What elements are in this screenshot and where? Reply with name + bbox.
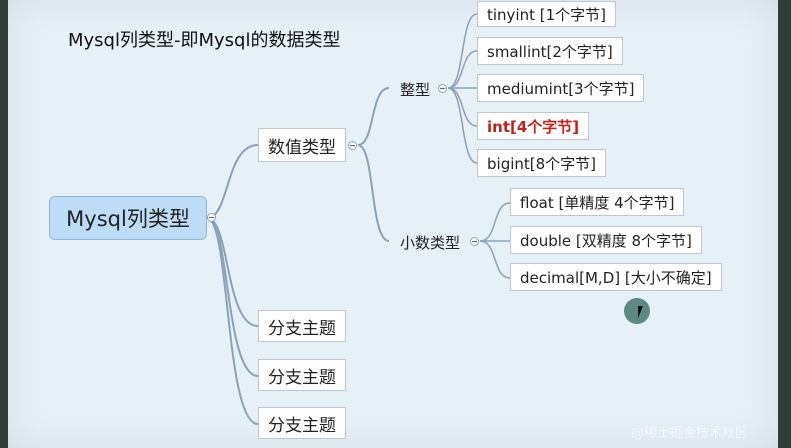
leaf-tinyint-label: tinyint [1个字节]: [487, 5, 607, 24]
topic-branch-3[interactable]: 分支主题: [258, 407, 346, 439]
leaf-float-label: float [单精度 4个字节]: [520, 193, 675, 212]
topic-numeric-types[interactable]: 数值类型: [258, 128, 346, 162]
mouse-cursor-icon: [638, 306, 648, 318]
connector-root-branch-1: [206, 217, 259, 327]
collapse-icon[interactable]: [470, 237, 479, 246]
root-topic-label: Mysql列类型: [66, 207, 190, 231]
cursor-highlight: [624, 298, 650, 324]
connector-numeric-integer: [357, 87, 390, 146]
topic-branch-3-label: 分支主题: [268, 415, 336, 436]
leaf-int-label: int[4个字节]: [487, 117, 580, 136]
connector-integer-smallint: [447, 50, 478, 89]
leaf-mediumint-label: mediumint[3个字节]: [487, 79, 635, 98]
leaf-bigint[interactable]: bigint[8个字节]: [477, 149, 607, 177]
topic-branch-1[interactable]: 分支主题: [258, 310, 346, 342]
leaf-bigint-label: bigint[8个字节]: [487, 154, 597, 173]
connector-integer-tinyint: [447, 13, 478, 89]
leaf-double-label: double [双精度 8个字节]: [520, 231, 692, 250]
leaf-double[interactable]: double [双精度 8个字节]: [510, 226, 702, 254]
connector-numeric-decimal: [357, 144, 390, 242]
leaf-decimal-label: decimal[M,D] [大小不确定]: [520, 268, 712, 287]
leaf-tinyint[interactable]: tinyint [1个字节]: [477, 1, 617, 27]
root-topic[interactable]: Mysql列类型: [49, 196, 207, 240]
connector-integer-bigint: [447, 87, 478, 164]
connector-root-branch-3: [206, 217, 259, 425]
leaf-mediumint[interactable]: mediumint[3个字节]: [477, 74, 645, 102]
topic-numeric-types-label: 数值类型: [268, 137, 336, 158]
leaf-int[interactable]: int[4个字节]: [477, 112, 590, 140]
leaf-decimal[interactable]: decimal[M,D] [大小不确定]: [510, 263, 722, 291]
collapse-icon[interactable]: [207, 213, 216, 222]
topic-branch-2-label: 分支主题: [268, 367, 336, 388]
leaf-smallint-label: smallint[2个字节]: [487, 42, 613, 61]
collapse-icon[interactable]: [348, 141, 357, 150]
slide-title: Mysql列类型-即Mysql的数据类型: [68, 30, 341, 51]
topic-branch-1-label: 分支主题: [268, 318, 336, 339]
connector-decimal-float: [479, 202, 511, 242]
topic-branch-2[interactable]: 分支主题: [258, 359, 346, 391]
topic-decimal[interactable]: 小数类型: [400, 232, 460, 253]
collapse-icon[interactable]: [438, 84, 447, 93]
leaf-float[interactable]: float [单精度 4个字节]: [510, 188, 685, 216]
connector-root-numeric: [206, 144, 259, 219]
watermark: @稀土掘金技术社区: [631, 426, 749, 441]
topic-integer-label: 整型: [400, 81, 431, 99]
connector-decimal-decimal: [479, 240, 511, 279]
topic-decimal-label: 小数类型: [400, 234, 461, 252]
connector-integer-int: [447, 87, 478, 127]
topic-integer[interactable]: 整型: [400, 79, 430, 100]
leaf-smallint[interactable]: smallint[2个字节]: [477, 37, 623, 65]
